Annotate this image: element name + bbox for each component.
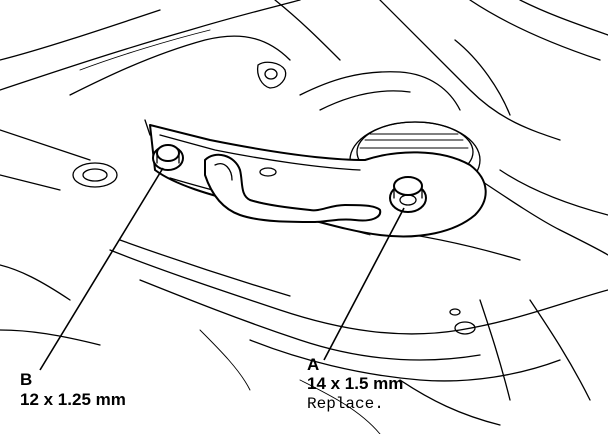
bolt-b [152,144,184,171]
callout-a: A 14 x 1.5 mm Replace. [307,355,403,413]
leader-line-b [39,167,164,371]
callout-b-letter: B [20,370,32,389]
callout-a-letter: A [307,355,319,374]
callout-b: B 12 x 1.25 mm [20,370,126,409]
callout-a-spec: 14 x 1.5 mm [307,374,403,393]
bolt-a [389,176,427,213]
callout-b-spec: 12 x 1.25 mm [20,390,126,409]
callout-a-note: Replace. [307,395,384,413]
leader-line-a [323,207,405,361]
mount-bracket [144,119,487,238]
